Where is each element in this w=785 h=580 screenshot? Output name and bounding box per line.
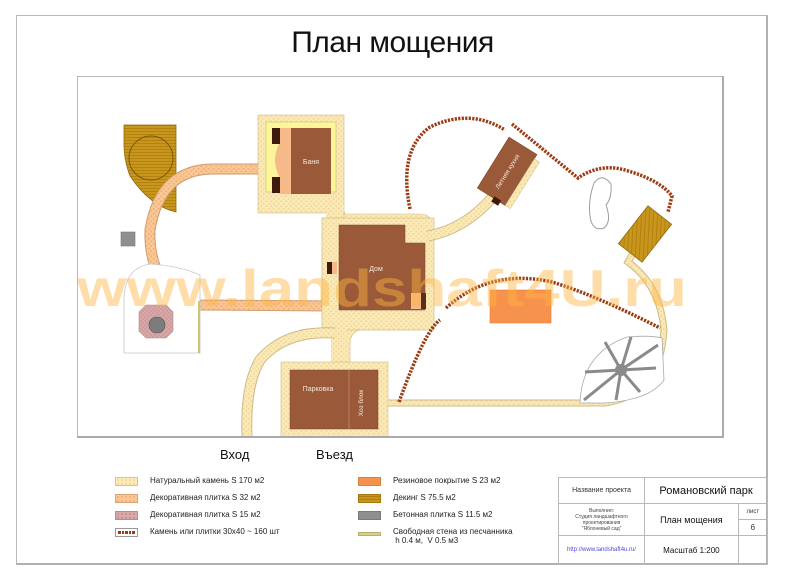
legend-item-decorative-tile-15: Декоративная плитка S 15 м2 [115, 510, 261, 520]
parking-area: Парковка Хоз блок [289, 369, 379, 430]
banya-building: Баня [265, 121, 337, 194]
stepping-stone-paths [397, 116, 674, 403]
legend-label: Резиновое покрытие S 23 м2 [393, 476, 501, 485]
page-title: План мощения [291, 26, 494, 59]
author-line: проектирования [582, 519, 621, 526]
entry-label: Вход [220, 447, 250, 462]
house-label: Дом [369, 266, 383, 273]
natural-stone-swatch [115, 477, 138, 486]
decorative-tile-orange-swatch [115, 494, 138, 503]
studio-url-link[interactable]: http://www.landshaft4u.ru/ [557, 535, 646, 565]
legend-item-stepping-stones: Камень или плитки 30x40 ~ 160 шт [115, 527, 280, 537]
radial-paving [579, 335, 665, 404]
stepping-stones-swatch [115, 528, 138, 537]
legend-label-line1: Свободная стена из песчанника [393, 527, 513, 536]
author-line: Студия ландшафтного [575, 513, 628, 520]
scale: Масштаб 1:200 [644, 535, 739, 565]
legend-item-decorative-tile-32: Декоративная плитка S 32 м2 [115, 493, 261, 503]
sheet-title: План мощения [644, 503, 739, 536]
legend-label: Камень или плитки 30x40 ~ 160 шт [150, 527, 280, 536]
summer-kitchen-building: Летняя кухня [476, 136, 540, 210]
pond [589, 177, 612, 230]
legend: Натуральный камень S 170 м2 Декоративная… [115, 476, 555, 556]
legend-item-concrete: Бетонная плитка S 11.5 м2 [358, 510, 492, 520]
parking-label: Парковка [303, 386, 334, 393]
legend-label: Декоративная плитка S 32 м2 [150, 493, 261, 502]
legend-label: Натуральный камень S 170 м2 [150, 476, 265, 485]
empty-cell [737, 535, 769, 565]
decking-swatch [358, 494, 381, 503]
legend-item-rubber: Резиновое покрытие S 23 м2 [358, 476, 500, 486]
decking-terrace-right [617, 205, 673, 263]
legend-item-decking: Декинг S 75.5 м2 [358, 493, 456, 503]
decorative-tile-pink-swatch [115, 511, 138, 520]
project-name: Романовский парк [644, 477, 768, 504]
rubber-playground [489, 289, 552, 324]
legend-label: Декинг S 75.5 м2 [393, 493, 456, 502]
legend-label-line2: h 0.4 м, V 0.5 м3 [393, 536, 459, 545]
sheet-number: 6 [737, 519, 769, 536]
rubber-swatch [358, 477, 381, 486]
author-line: Выполнил: [588, 507, 615, 514]
legend-item-sandstone-wall: Свободная стена из песчанника h 0.4 м, V… [358, 527, 513, 545]
drive-in-label: Въезд [316, 447, 354, 462]
author-block: Выполнил: Студия ландшафтного проектиров… [557, 503, 646, 536]
sheet-label: лист [737, 503, 769, 520]
legend-label: Декоративная плитка S 15 м2 [150, 510, 261, 519]
concrete-swatch [358, 511, 381, 520]
author-line: "Яблоневый сад" [581, 525, 622, 532]
legend-label: Бетонная плитка S 11.5 м2 [393, 510, 493, 519]
fire-pit-area [123, 263, 201, 354]
utility-block-label: Хоз блок [357, 390, 365, 417]
concrete-pad [120, 231, 136, 247]
decking-terrace-left [123, 124, 177, 213]
legend-label: Свободная стена из песчанника h 0.4 м, V… [393, 527, 513, 545]
banya-label: Баня [303, 159, 319, 166]
drawing-sheet-frame [16, 15, 768, 565]
title-block: Название проекта Романовский парк Выполн… [557, 477, 769, 565]
legend-item-natural-stone: Натуральный камень S 170 м2 [115, 476, 264, 486]
paving-plan: Баня Дом Летняя кухня [77, 76, 724, 438]
house-building: Дом [327, 224, 426, 311]
watermark: www.landshaft4U.ru [77, 260, 687, 318]
project-name-label: Название проекта [557, 477, 646, 504]
sandstone-wall-swatch [358, 532, 381, 536]
